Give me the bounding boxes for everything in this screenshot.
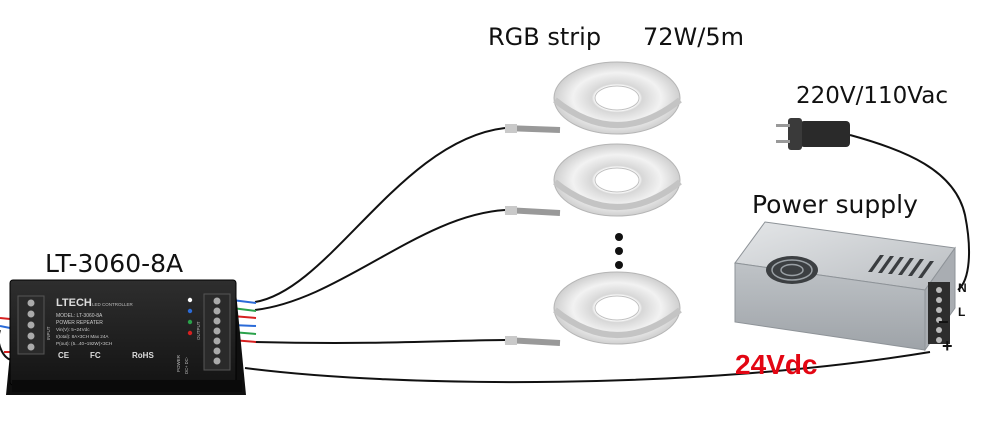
psu-terminal-block [928, 282, 950, 344]
rgb-strip-reel-2 [504, 143, 682, 217]
controller-status-leds [187, 297, 193, 336]
controller-spec-power: P(out): (5...40~192W)×3CH [56, 341, 112, 346]
controller-input-side-label: INPUT [46, 326, 51, 340]
rgb-strip-reel-1 [504, 61, 682, 135]
strip-power-label: 72W/5m [643, 23, 744, 51]
more-strips-ellipsis [615, 233, 623, 269]
power-supply-label: Power supply [752, 190, 918, 219]
power-supply: N L − + [734, 221, 967, 356]
controller-spec-current: I(total): 8A×3CH Max 24A [56, 334, 109, 339]
controller-power-side-label: POWER [176, 354, 181, 372]
fc-mark: FC [90, 351, 101, 360]
wire-to-strip-2 [254, 209, 506, 311]
controller: LTECH LED CONTROLLER MODEL: LT-3060-8A P… [6, 279, 246, 395]
psu-terminal-plus: + [942, 336, 953, 356]
dc-voltage-label: 24Vdc [735, 349, 818, 380]
wires [0, 127, 971, 384]
controller-spec-vin: Vin(V): 5~24Vdc [56, 327, 90, 332]
controller-model-label: LT-3060-8A [45, 249, 183, 278]
strip-label: RGB strip [488, 23, 601, 51]
wire-to-strip-3 [254, 339, 506, 344]
controller-input-terminals [17, 295, 45, 355]
psu-terminal-minus: − [938, 312, 949, 332]
fan-grille-icon [766, 256, 818, 284]
rgb-strip-reel-3 [504, 271, 682, 346]
wire-dc-output [244, 351, 931, 384]
wire-mains [849, 134, 971, 291]
psu-terminal-n: N [958, 281, 967, 295]
controller-model: MODEL: LT-3060-8A [56, 313, 103, 319]
controller-brand: LTECH [56, 297, 92, 309]
rohs-mark: RoHS [132, 351, 154, 360]
mains-voltage-label: 220V/110Vac [796, 83, 948, 109]
mains-plug [776, 118, 850, 150]
psu-vents [868, 255, 934, 278]
controller-output-terminals [203, 293, 231, 371]
controller-output-side-label: OUTPUT [196, 321, 201, 340]
controller-brand-sub: LED CONTROLLER [92, 302, 134, 307]
psu-terminal-l: L [958, 305, 965, 319]
controller-power-pins-label: DC+ DC- [184, 356, 189, 374]
ce-mark: CE [58, 351, 70, 360]
wire-to-strip-1 [254, 127, 506, 303]
controller-type: POWER REPEATER [56, 320, 103, 326]
